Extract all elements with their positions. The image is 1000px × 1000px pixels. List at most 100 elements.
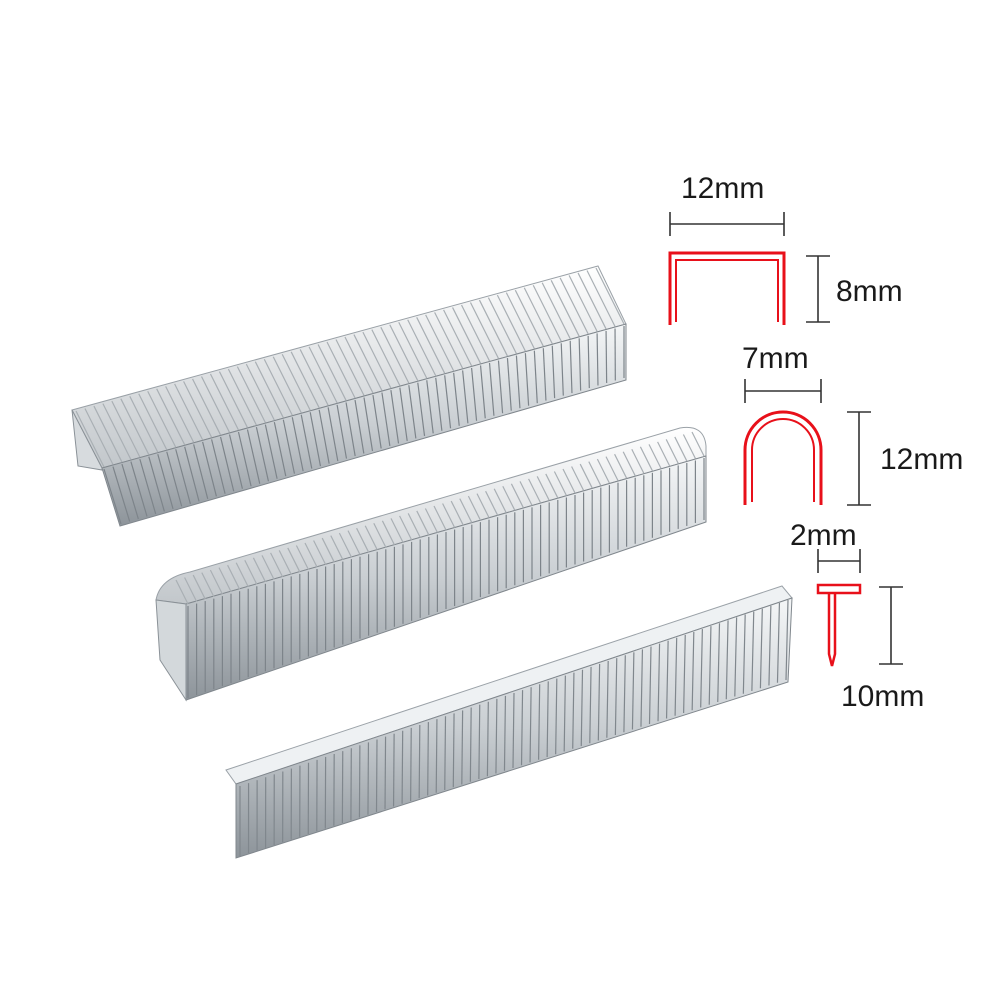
round-staple-end-leg (155, 599, 187, 702)
staple-rib (717, 623, 721, 703)
staple-rib (433, 505, 447, 531)
flat-staple-end-leg (71, 409, 103, 471)
staple-rib (272, 356, 302, 414)
staple-rib (579, 463, 593, 489)
staple-rib (261, 555, 275, 580)
staple-rib (622, 451, 636, 477)
staple-rib (252, 557, 266, 583)
staple-rib (596, 333, 599, 386)
staple-rib (691, 631, 695, 711)
staple-rib (597, 663, 601, 741)
staple-rib (751, 611, 755, 692)
staple-rib (228, 434, 243, 489)
staple-rib (121, 463, 139, 520)
staple-rib (407, 513, 421, 538)
staple-rib (485, 490, 499, 516)
staple-rib (708, 626, 712, 705)
staple-rib (529, 687, 532, 763)
t-nail-ribs (239, 599, 789, 856)
staple-rib (571, 466, 585, 491)
staple-rib (519, 481, 533, 506)
staple-rib (577, 272, 607, 330)
staple-rib (417, 382, 426, 436)
staple-rib (776, 602, 781, 683)
staple-rib (444, 375, 452, 429)
staple-rib (255, 426, 270, 482)
staple-rib (318, 409, 330, 464)
staple-rib (520, 690, 524, 766)
staple-rib (184, 577, 198, 602)
height-dimension-line (847, 411, 871, 506)
staple-rib (691, 431, 705, 457)
staple-rib (648, 444, 662, 469)
staple-rib (389, 324, 419, 381)
staple-rib (532, 284, 562, 342)
staple-rib (587, 335, 590, 389)
staple-rib (640, 649, 644, 727)
staple-rib (237, 431, 252, 487)
staple-rib (416, 317, 446, 374)
staple-rib (209, 569, 223, 595)
staple-rib (356, 527, 370, 553)
staple-rib (209, 373, 240, 431)
staple-rib (425, 314, 455, 372)
staple-rib (372, 394, 382, 449)
staple-rib (467, 495, 481, 521)
flat-staple-front-face (101, 323, 627, 527)
staple-rib (273, 422, 287, 477)
round-staple-strip (155, 426, 707, 702)
staple-rib (563, 675, 566, 752)
staple-rib (244, 559, 258, 585)
staple-rib (381, 392, 391, 447)
staple-rib (309, 412, 322, 467)
staple-rib (139, 458, 157, 515)
staple-rib (657, 643, 661, 722)
round-staple-width-label: 7mm (742, 342, 809, 375)
flat-staple-strip (71, 265, 627, 527)
staple-rib (435, 719, 438, 793)
staple-rib (202, 441, 217, 497)
staple-rib (502, 485, 516, 511)
round-staple-diagram (743, 379, 871, 506)
staple-rib (364, 525, 378, 551)
staple-rib (452, 307, 482, 364)
staple-rib (605, 330, 608, 384)
staple-rib (478, 299, 508, 357)
staple-rib (236, 366, 266, 423)
staple-rib (330, 535, 344, 560)
staple-rib (452, 713, 455, 788)
staple-rib (559, 277, 589, 335)
staple-rib (84, 408, 114, 465)
flat-staple-ribs (75, 267, 625, 525)
staple-rib (321, 537, 335, 563)
staple-rib (734, 617, 738, 697)
staple-rib (327, 407, 339, 462)
staple-rib (281, 354, 311, 411)
staple-rib (299, 349, 329, 406)
staple-rib (263, 358, 293, 416)
staple-rib (586, 270, 616, 327)
staple-rib (373, 522, 387, 548)
staple-rib (657, 441, 671, 467)
staple-rib (605, 456, 619, 481)
staple-rib (470, 367, 478, 421)
staple-rib (551, 345, 556, 399)
staple-rib (102, 403, 132, 460)
t-nail-head-width-label: 2mm (790, 519, 857, 552)
staple-rib (546, 681, 549, 758)
staple-rib (192, 574, 206, 600)
staple-rib (562, 468, 576, 494)
staple-rib (528, 478, 542, 504)
staple-rib (235, 562, 249, 588)
staple-rib (488, 362, 495, 416)
staple-rib (444, 716, 447, 791)
flat-staple-diagram (668, 212, 830, 325)
staple-rib (639, 446, 653, 472)
staple-rib (335, 339, 365, 396)
staple-rib (183, 381, 213, 438)
staple-rib (674, 637, 678, 716)
staple-rib (184, 446, 200, 502)
staple-rib (326, 341, 356, 399)
staple-rib (572, 672, 575, 749)
